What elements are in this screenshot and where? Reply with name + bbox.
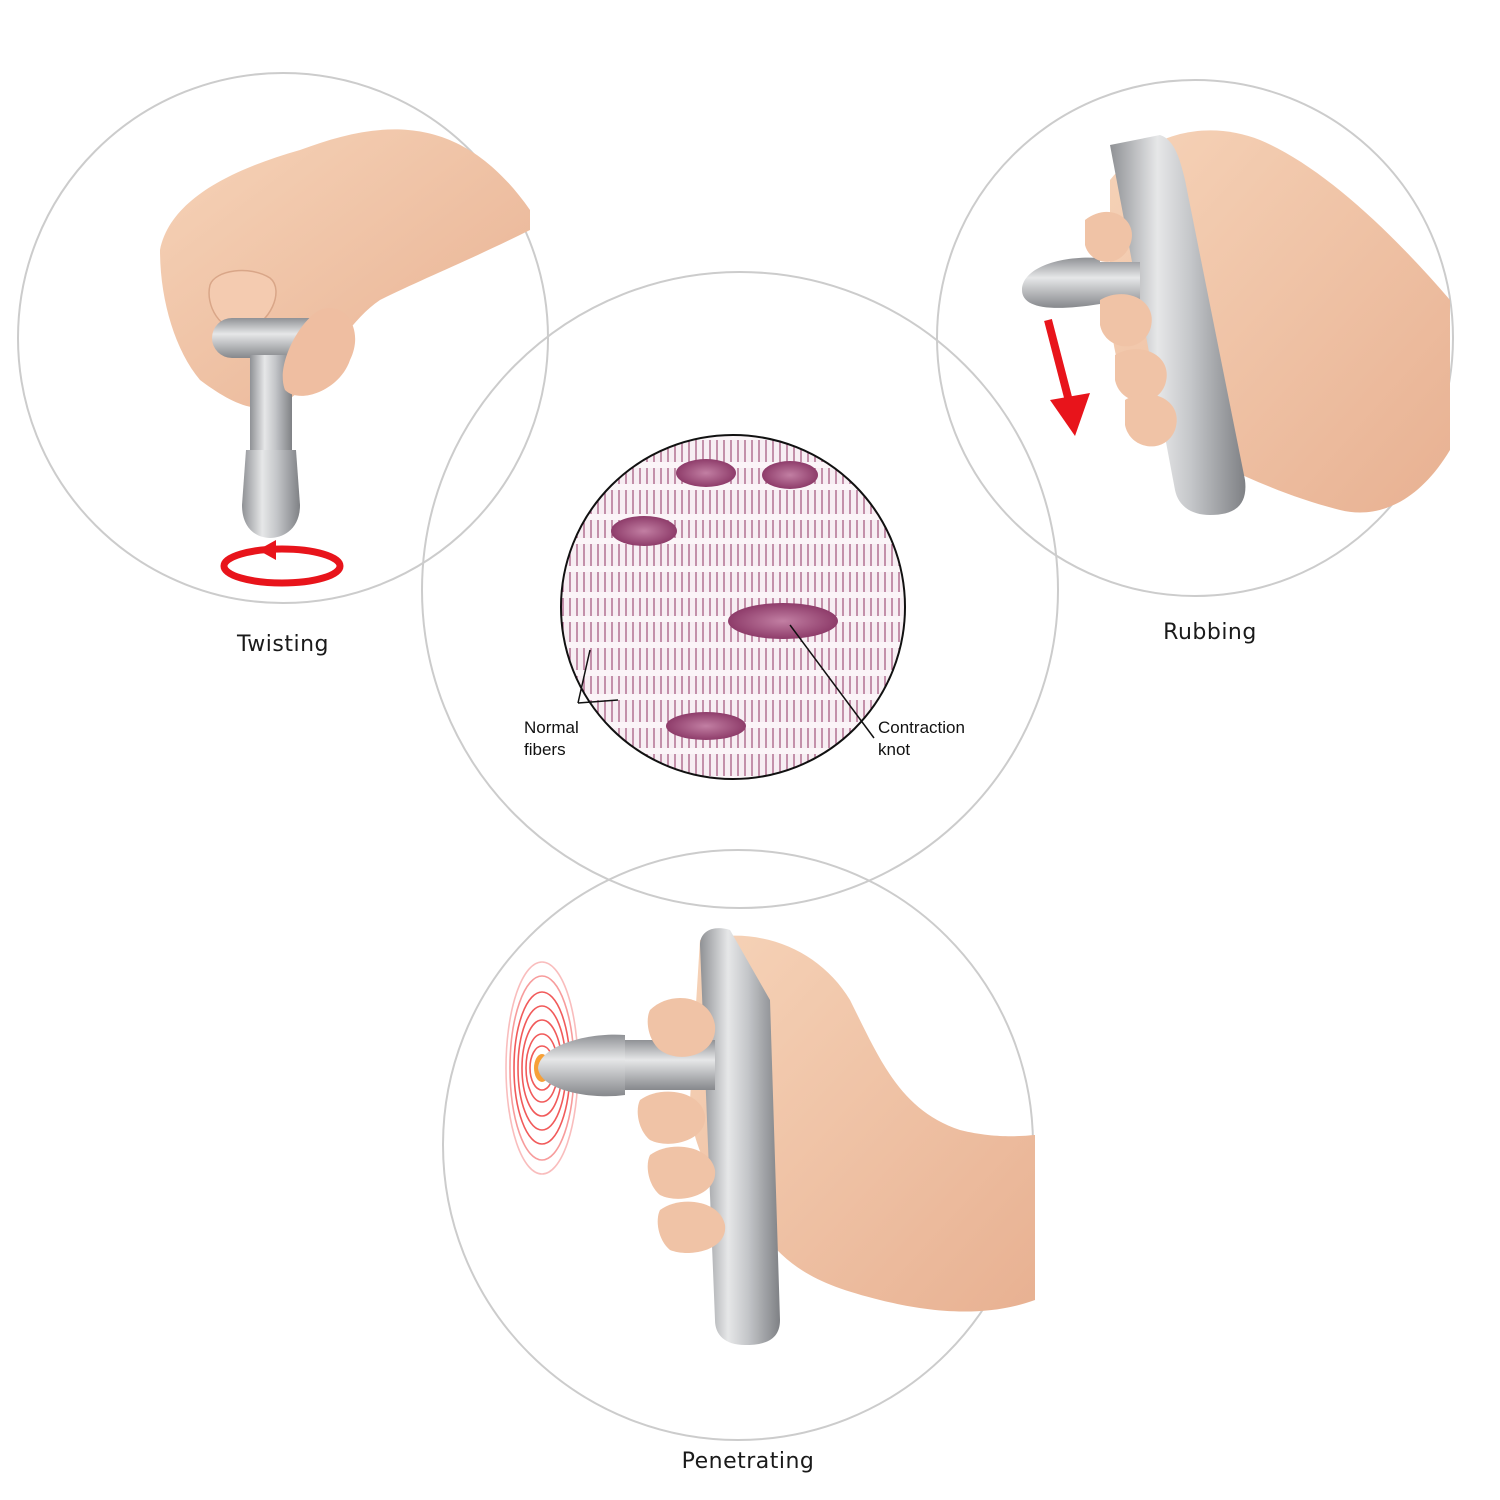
contraction-knot-annotation: Contraction knot xyxy=(878,717,965,761)
twisting-label: Twisting xyxy=(236,632,330,657)
penetrating-label: Penetrating xyxy=(681,1449,815,1474)
down-arrow-icon xyxy=(1044,318,1074,407)
tool-tip xyxy=(1022,257,1140,308)
normal-fibers-line1: Normal xyxy=(524,718,579,737)
leader-line xyxy=(789,624,875,739)
twisting-illustration xyxy=(160,129,530,587)
contraction-knot xyxy=(676,459,736,487)
contraction-knot-line2: knot xyxy=(878,740,911,759)
twisting-circle xyxy=(17,72,549,604)
rubbing-illustration xyxy=(1022,130,1450,515)
leader-line xyxy=(577,649,591,704)
rubbing-label: Rubbing xyxy=(1163,620,1257,645)
contraction-knot xyxy=(762,461,818,489)
leader-line xyxy=(577,699,619,704)
contraction-knot xyxy=(728,603,838,639)
tool-bar xyxy=(1110,135,1246,515)
normal-fibers-annotation: Normal fibers xyxy=(524,717,579,761)
tool-tip xyxy=(242,450,300,538)
contraction-knot xyxy=(611,516,677,546)
contraction-knot xyxy=(666,712,746,740)
normal-fibers-line2: fibers xyxy=(524,740,566,759)
tool-tip xyxy=(538,1034,625,1097)
rubbing-circle xyxy=(936,79,1454,597)
center-circle xyxy=(421,271,1059,909)
muscle-fiber-diagram xyxy=(560,434,906,780)
contraction-knot-line1: Contraction xyxy=(878,718,965,737)
rotation-arrow-icon xyxy=(220,545,344,587)
penetrating-illustration xyxy=(505,928,1035,1345)
